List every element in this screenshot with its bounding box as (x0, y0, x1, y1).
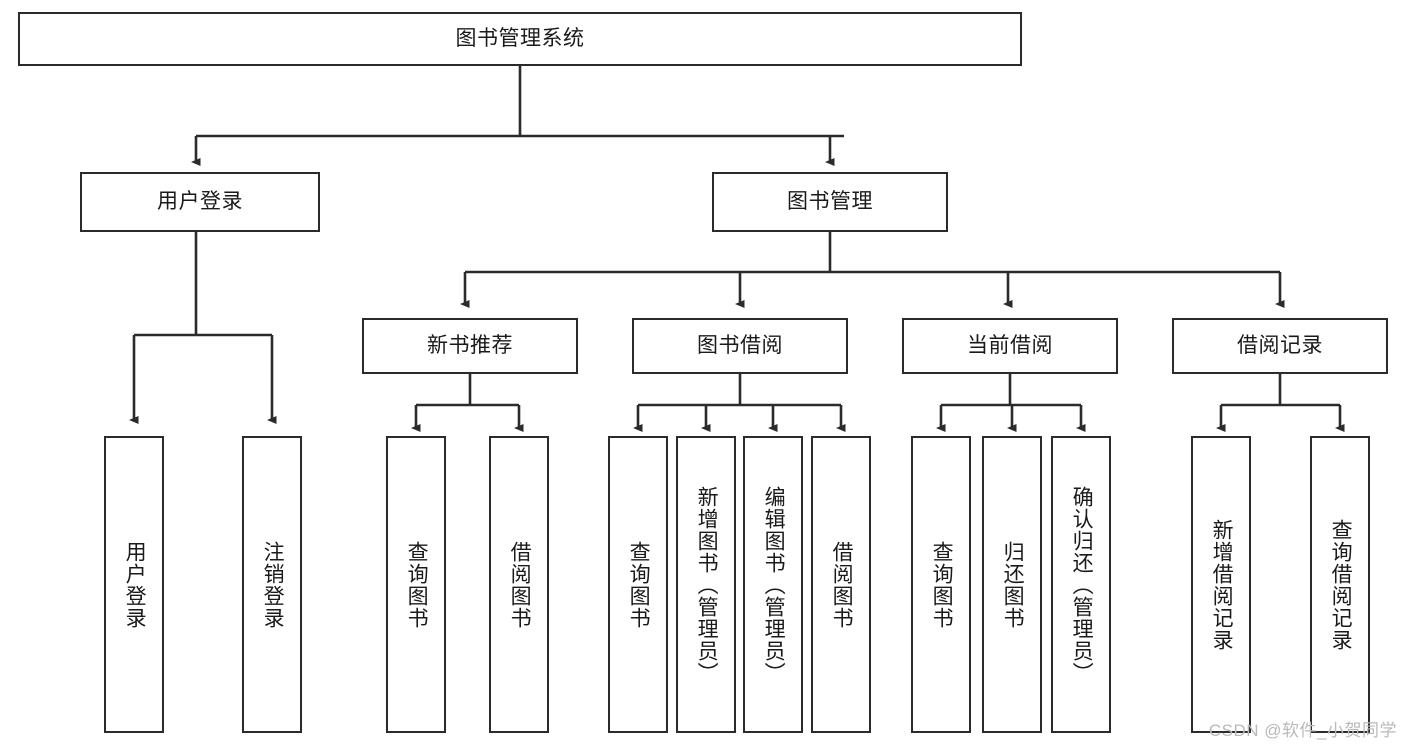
node-book-borrow[interactable]: 图书借阅 (632, 318, 848, 374)
node-label: 借阅记录 (1237, 334, 1323, 358)
node-label: 编辑图书（管理员） (762, 485, 786, 684)
leaf-borrow-book[interactable]: 借阅图书 (811, 436, 871, 733)
node-label: 查询借阅记录 (1329, 518, 1353, 651)
leaf-borrow-book-newbook[interactable]: 借阅图书 (489, 436, 549, 733)
leaf-logout[interactable]: 注销登录 (242, 436, 302, 733)
node-current-borrow[interactable]: 当前借阅 (902, 318, 1118, 374)
node-label: 新增图书（管理员） (695, 485, 719, 684)
leaf-query-book-current[interactable]: 查询图书 (911, 436, 971, 733)
leaf-query-book-borrow[interactable]: 查询图书 (608, 436, 668, 733)
leaf-return-book[interactable]: 归还图书 (982, 436, 1042, 733)
node-label: 借阅图书 (508, 540, 532, 629)
node-root-system[interactable]: 图书管理系统 (18, 12, 1022, 66)
node-label: 借阅图书 (830, 540, 854, 629)
node-label: 图书管理系统 (455, 27, 585, 51)
node-label: 注销登录 (261, 540, 285, 629)
node-book-management[interactable]: 图书管理 (712, 172, 948, 232)
node-label: 新书推荐 (427, 334, 513, 358)
leaf-query-book-newbook[interactable]: 查询图书 (386, 436, 446, 733)
node-label: 查询图书 (405, 540, 429, 629)
node-label: 确认归还（管理员） (1070, 485, 1094, 684)
node-user-login[interactable]: 用户登录 (80, 172, 320, 232)
leaf-add-borrow-record[interactable]: 新增借阅记录 (1191, 436, 1251, 733)
node-borrow-records[interactable]: 借阅记录 (1172, 318, 1388, 374)
node-label: 归还图书 (1001, 540, 1025, 629)
leaf-user-login[interactable]: 用户登录 (104, 436, 164, 733)
leaf-confirm-return-admin[interactable]: 确认归还（管理员） (1051, 436, 1111, 733)
leaf-query-borrow-record[interactable]: 查询借阅记录 (1310, 436, 1370, 733)
node-label: 图书借阅 (697, 334, 783, 358)
node-label: 当前借阅 (967, 334, 1053, 358)
node-new-book-recommend[interactable]: 新书推荐 (362, 318, 578, 374)
node-label: 图书管理 (787, 190, 873, 214)
node-label: 用户登录 (123, 540, 147, 629)
node-label: 查询图书 (627, 540, 651, 629)
node-label: 查询图书 (930, 540, 954, 629)
leaf-add-book-admin[interactable]: 新增图书（管理员） (676, 436, 736, 733)
node-label: 新增借阅记录 (1210, 518, 1234, 651)
csdn-watermark: CSDN @软件_小贺同学 (1208, 721, 1397, 740)
node-label: 用户登录 (157, 190, 243, 214)
leaf-edit-book-admin[interactable]: 编辑图书（管理员） (743, 436, 803, 733)
